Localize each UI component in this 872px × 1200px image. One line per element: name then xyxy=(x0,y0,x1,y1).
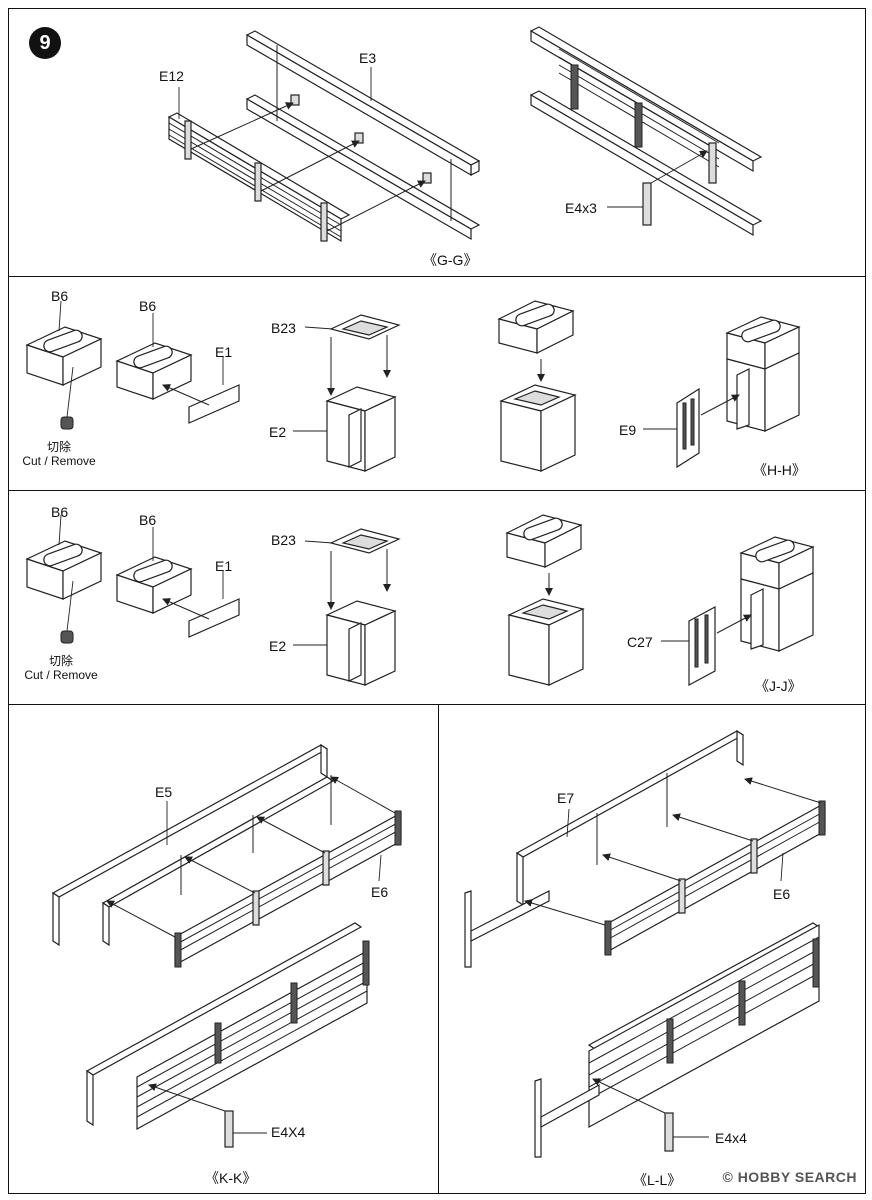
part-e6-rail xyxy=(604,800,826,956)
watermark-text: HOBBY SEARCH xyxy=(737,1169,857,1185)
step-number-badge: 9 xyxy=(29,27,61,59)
label-e3: E3 xyxy=(359,50,377,66)
hh-diagram xyxy=(25,300,801,472)
part-e2-shell xyxy=(325,600,397,686)
caption-hh: 《H-H》 xyxy=(753,462,806,478)
part-e1-plate xyxy=(188,384,240,424)
label-e1: E1 xyxy=(215,344,233,360)
label-e12: E12 xyxy=(159,68,184,84)
part-b6-box-a xyxy=(25,540,103,600)
label-e2: E2 xyxy=(269,424,287,440)
remove-icon xyxy=(60,630,74,644)
watermark: © HOBBY SEARCH xyxy=(722,1169,857,1185)
part-e2-shell xyxy=(325,386,397,472)
label-e4x3: E4x3 xyxy=(565,200,597,216)
part-e1-plate xyxy=(188,598,240,638)
part-e4 xyxy=(664,1112,674,1152)
panel-jj: B6 B6 E1 B23 E2 C27 切除 Cut / Remove 《J-J… xyxy=(8,490,866,706)
part-b6-box-b xyxy=(115,342,193,400)
label-b6-b: B6 xyxy=(139,512,157,528)
kk-diagram xyxy=(51,743,402,1148)
part-e6-rail xyxy=(174,810,402,968)
caption-gg: 《G-G》 xyxy=(423,252,478,268)
gg-diagram xyxy=(167,26,763,243)
label-e1: E1 xyxy=(215,558,233,574)
label-e7: E7 xyxy=(557,790,575,806)
remove-note-jj: 切除 Cut / Remove xyxy=(21,654,101,683)
label-c27: C27 xyxy=(627,634,653,650)
remove-note-cn: 切除 xyxy=(48,654,73,668)
part-e3-frame xyxy=(245,30,481,241)
panel-kk: E5 E6 E4X4 《K-K》 xyxy=(8,704,440,1194)
part-e5-frame xyxy=(51,743,335,947)
jj-diagram xyxy=(25,514,815,687)
assembled-frame-ll xyxy=(534,922,821,1158)
watermark-mark: © xyxy=(722,1169,734,1185)
label-e2: E2 xyxy=(269,638,287,654)
part-e9-door xyxy=(676,387,700,469)
caption-kk: 《K-K》 xyxy=(205,1170,257,1186)
assembled-frame-gg xyxy=(529,26,763,237)
panel-hh: B6 B6 E1 B23 E2 E9 切除 Cut / Remove 《H-H》 xyxy=(8,276,866,492)
label-b6-b: B6 xyxy=(139,298,157,314)
part-e7-frame xyxy=(464,729,745,968)
label-b23: B23 xyxy=(271,320,296,336)
label-b6-a: B6 xyxy=(51,504,69,520)
assembled-box-jj xyxy=(505,514,585,686)
remove-note-en: Cut / Remove xyxy=(24,667,98,682)
assembled-frame-kk xyxy=(85,922,370,1131)
remove-note-hh: 切除 Cut / Remove xyxy=(19,440,99,469)
label-b23: B23 xyxy=(271,532,296,548)
label-b6-a: B6 xyxy=(51,288,69,304)
remove-icon xyxy=(60,416,74,430)
part-b6-box-a xyxy=(25,326,103,386)
remove-note-cn: 切除 xyxy=(46,440,71,454)
assembled-box-hh xyxy=(497,300,577,472)
label-e5: E5 xyxy=(155,784,173,800)
label-e4x4: E4x4 xyxy=(715,1130,747,1146)
assembled-cabinet-jj xyxy=(739,536,815,652)
panel-ll: E7 E6 E4x4 《L-L》 © HOBBY SEARCH xyxy=(438,704,866,1194)
caption-jj: 《J-J》 xyxy=(755,678,802,694)
label-e6: E6 xyxy=(371,884,389,900)
label-e9: E9 xyxy=(619,422,637,438)
part-b6-box-b xyxy=(115,556,193,614)
label-e4x4: E4X4 xyxy=(271,1124,306,1140)
part-e12-rail xyxy=(167,112,351,243)
remove-note-en: Cut / Remove xyxy=(22,453,96,468)
label-e6: E6 xyxy=(773,886,791,902)
part-c27-door xyxy=(688,605,716,687)
part-e4 xyxy=(224,1110,234,1148)
ll-diagram xyxy=(464,729,826,1158)
caption-ll: 《L-L》 xyxy=(633,1172,682,1188)
part-e4 xyxy=(642,182,652,226)
panel-gg: 9 xyxy=(8,8,866,278)
assembled-cabinet-hh xyxy=(725,316,801,432)
